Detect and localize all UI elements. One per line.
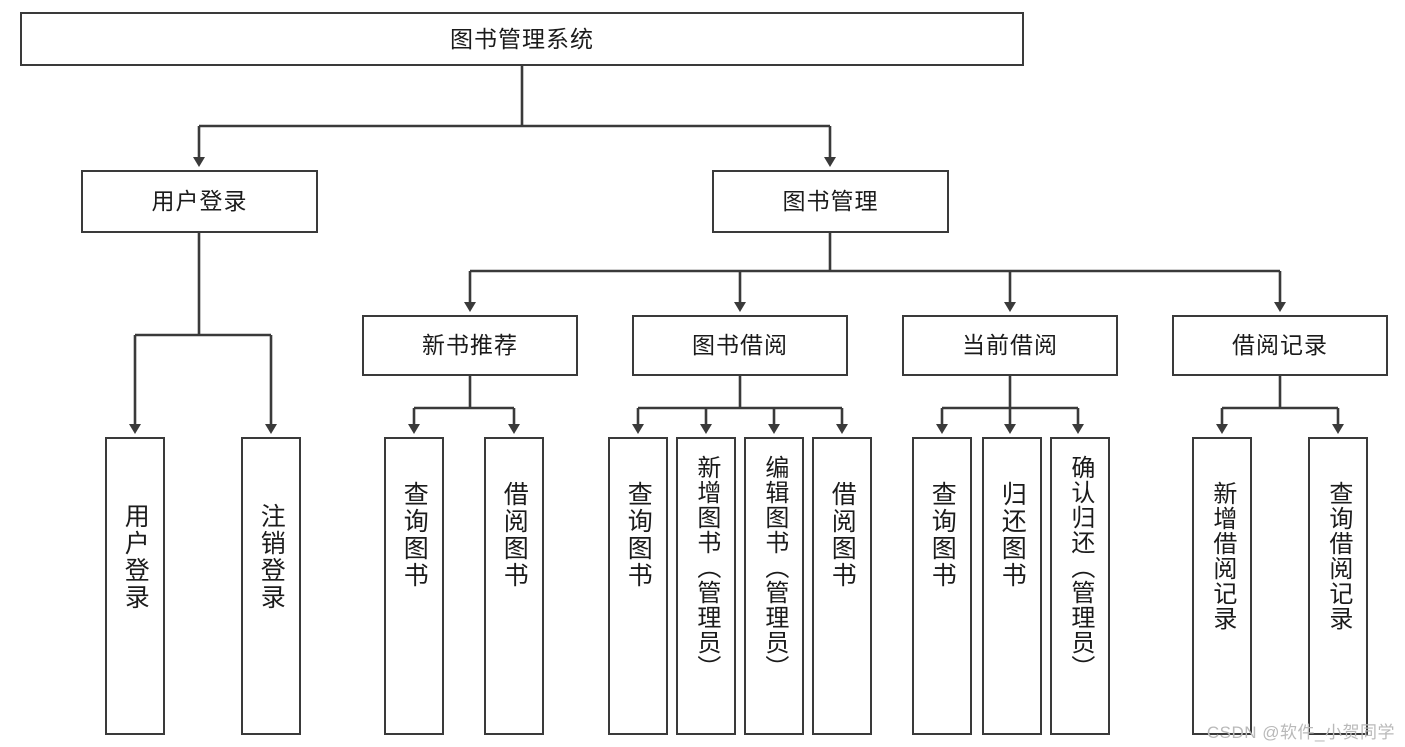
node-root[interactable]: 图书管理系统: [20, 12, 1024, 66]
leaf-new-book-query-label: 查询图书: [400, 481, 429, 589]
node-current-borrow-label: 当前借阅: [962, 332, 1058, 359]
watermark: CSDN @软件_小贺同学: [1206, 723, 1395, 742]
leaf-borrow-record-add-label: 新增借阅记录: [1208, 481, 1236, 631]
leaf-book-borrow-add-label: 新增图书（管理员）: [692, 455, 720, 680]
leaf-book-borrow-borrow[interactable]: 借阅图书: [812, 437, 872, 735]
node-root-label: 图书管理系统: [450, 25, 594, 52]
leaf-book-borrow-edit-label: 编辑图书（管理员）: [760, 455, 788, 680]
leaf-user-login-login[interactable]: 用户登录: [105, 437, 165, 735]
node-current-borrow[interactable]: 当前借阅: [902, 315, 1118, 376]
leaf-book-borrow-borrow-label: 借阅图书: [828, 481, 857, 589]
leaf-current-borrow-confirm[interactable]: 确认归还（管理员）: [1050, 437, 1110, 735]
leaf-borrow-record-query[interactable]: 查询借阅记录: [1308, 437, 1368, 735]
leaf-current-borrow-query[interactable]: 查询图书: [912, 437, 972, 735]
node-new-book-recommend[interactable]: 新书推荐: [362, 315, 578, 376]
node-user-login-label: 用户登录: [151, 188, 248, 215]
node-new-book-recommend-label: 新书推荐: [422, 332, 518, 359]
leaf-user-login-logout[interactable]: 注销登录: [241, 437, 301, 735]
leaf-new-book-query[interactable]: 查询图书: [384, 437, 444, 735]
leaf-user-login-logout-label: 注销登录: [257, 503, 286, 611]
leaf-new-book-borrow[interactable]: 借阅图书: [484, 437, 544, 735]
leaf-book-borrow-query-label: 查询图书: [624, 481, 653, 589]
leaf-current-borrow-query-label: 查询图书: [928, 481, 957, 589]
node-borrow-record-label: 借阅记录: [1232, 332, 1328, 359]
leaf-new-book-borrow-label: 借阅图书: [500, 481, 529, 589]
node-borrow-record[interactable]: 借阅记录: [1172, 315, 1388, 376]
node-user-login[interactable]: 用户登录: [81, 170, 318, 233]
node-book-borrow[interactable]: 图书借阅: [632, 315, 848, 376]
leaf-current-borrow-return[interactable]: 归还图书: [982, 437, 1042, 735]
leaf-book-borrow-query[interactable]: 查询图书: [608, 437, 668, 735]
leaf-current-borrow-return-label: 归还图书: [998, 481, 1027, 589]
leaf-current-borrow-confirm-label: 确认归还（管理员）: [1066, 455, 1094, 680]
leaf-book-borrow-edit[interactable]: 编辑图书（管理员）: [744, 437, 804, 735]
leaf-borrow-record-query-label: 查询借阅记录: [1324, 481, 1352, 631]
node-book-management-label: 图书管理: [782, 188, 879, 215]
leaf-user-login-login-label: 用户登录: [121, 503, 150, 611]
node-book-management[interactable]: 图书管理: [712, 170, 949, 233]
leaf-book-borrow-add[interactable]: 新增图书（管理员）: [676, 437, 736, 735]
node-book-borrow-label: 图书借阅: [692, 332, 788, 359]
leaf-borrow-record-add[interactable]: 新增借阅记录: [1192, 437, 1252, 735]
